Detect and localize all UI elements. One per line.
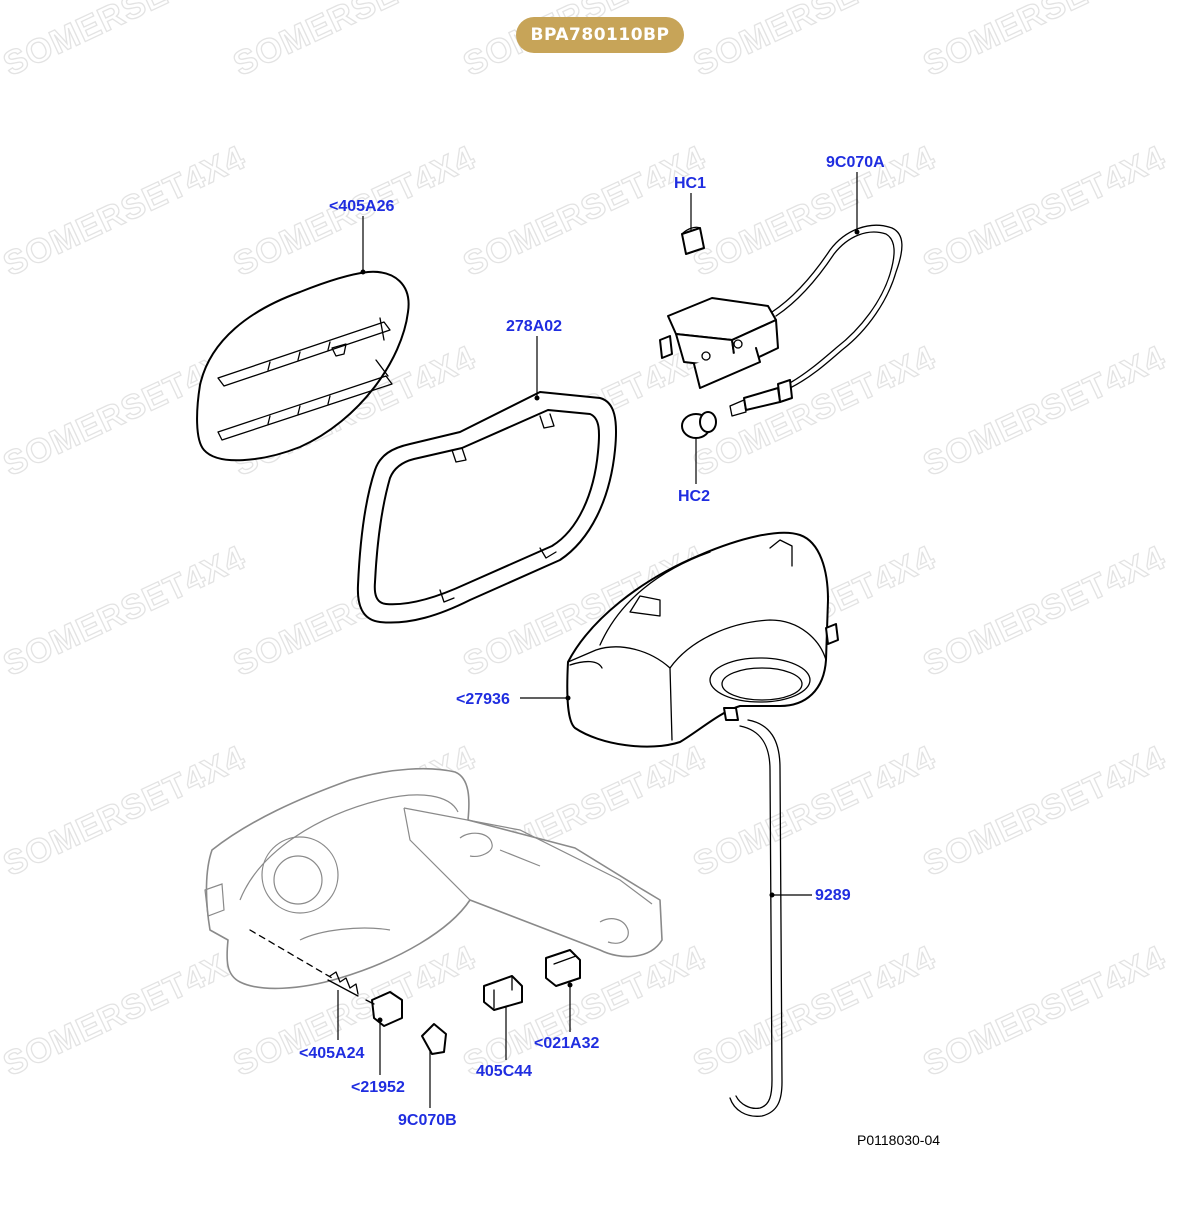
watermark: SOMERSET4X4 [688, 938, 942, 1083]
label-021A32[interactable]: <021A32 [534, 1035, 599, 1052]
watermark: SOMERSET4X4 [0, 538, 251, 683]
label-278A02[interactable]: 278A02 [506, 318, 562, 335]
watermark: SOMERSET4X4 [918, 938, 1172, 1083]
watermark: SOMERSET4X4 [228, 0, 482, 84]
watermark: SOMERSET4X4 [0, 0, 251, 84]
watermark: SOMERSET4X4 [918, 538, 1172, 683]
label-HC1[interactable]: HC1 [674, 175, 706, 192]
part-clip-hc1[interactable] [681, 226, 705, 255]
part-fuel-flap-panel[interactable] [196, 270, 410, 462]
watermark: SOMERSET4X4 [458, 938, 712, 1083]
label-9C070A[interactable]: 9C070A [826, 154, 885, 171]
watermark: SOMERSET4X4 [918, 738, 1172, 883]
label-405A24[interactable]: <405A24 [299, 1045, 364, 1062]
part-drain-tube[interactable] [729, 719, 783, 1117]
label-27936[interactable]: <27936 [456, 691, 510, 708]
part-housing[interactable] [566, 531, 839, 748]
label-21952[interactable]: <21952 [351, 1079, 405, 1096]
label-405A26[interactable]: <405A26 [329, 198, 394, 215]
watermark: SOMERSET4X4 [918, 0, 1172, 84]
part-seal-ring[interactable] [356, 391, 618, 624]
part-bracket[interactable] [421, 1023, 447, 1055]
part-actuator-cable[interactable] [659, 224, 903, 417]
part-labels: <405A26 278A02 HC1 9C070A HC2 <27936 928… [299, 154, 885, 1129]
part-connector[interactable] [483, 975, 523, 1011]
watermark: SOMERSET4X4 [918, 138, 1172, 283]
label-9289[interactable]: 9289 [815, 887, 851, 904]
part-spring[interactable] [327, 971, 359, 997]
part-plunger[interactable] [365, 991, 403, 1027]
label-405C44[interactable]: 405C44 [476, 1063, 532, 1080]
watermark: SOMERSET4X4 [688, 0, 942, 84]
part-grommet-hc2[interactable] [681, 411, 717, 439]
part-block[interactable] [545, 949, 581, 987]
leader-lines [337, 172, 860, 1108]
watermark: SOMERSET4X4 [0, 938, 251, 1083]
watermark: SOMERSET4X4 [688, 138, 942, 283]
diagram-code-badge: BPA780110BP [516, 17, 684, 53]
watermark: SOMERSET4X4 [0, 138, 251, 283]
watermark: SOMERSET4X4 [688, 738, 942, 883]
label-HC2[interactable]: HC2 [678, 488, 710, 505]
watermark: SOMERSET4X4 [918, 338, 1172, 483]
label-9C070B[interactable]: 9C070B [398, 1112, 457, 1129]
part-lower-assembly [204, 767, 663, 990]
watermark: SOMERSET4X4 [458, 138, 712, 283]
diagram-reference: P0118030-04 [857, 1132, 940, 1148]
